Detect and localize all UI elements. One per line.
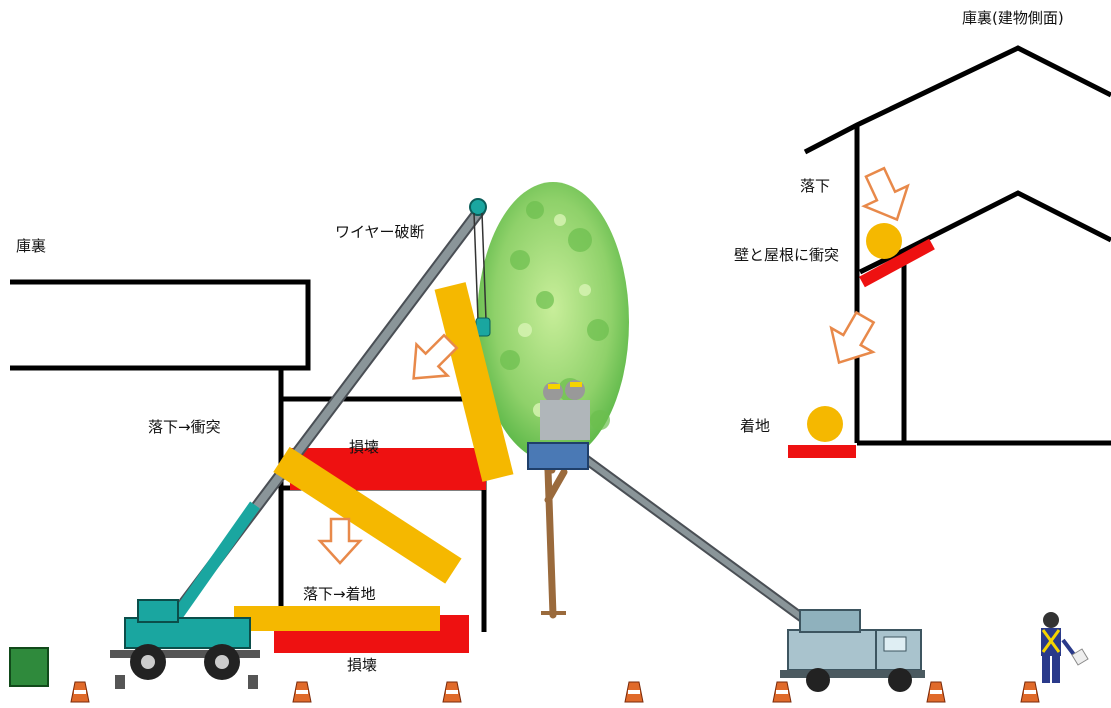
label-fall-land: 落下→着地 (303, 585, 376, 603)
cone-stripe (628, 690, 640, 694)
workers-in-bucket-icon (527, 380, 590, 470)
cone-stripe (776, 690, 788, 694)
green-truck-fragment (9, 647, 49, 687)
landed-object-icon (807, 406, 843, 442)
traffic-guide-worker-icon (1041, 612, 1089, 683)
cone-stripe (296, 690, 308, 694)
colliding-load-diagonal (273, 446, 462, 584)
rough-terrain-crane-icon (110, 599, 260, 689)
roof-collision-mark (859, 238, 935, 288)
cone-stripe (930, 690, 942, 694)
aerial-work-truck-icon (780, 609, 925, 692)
right-truck-boom (575, 450, 817, 630)
right-building (803, 45, 1111, 446)
label-fall-collide: 落下→衝突 (148, 418, 221, 436)
label-garage: 庫裏 (16, 237, 47, 255)
label-fall: 落下 (800, 177, 831, 195)
label-landing: 着地 (740, 417, 771, 435)
arrow-right-fall (861, 166, 910, 222)
arrow-fall-land (317, 517, 363, 565)
label-damage-bottom: 損壊 (347, 656, 378, 674)
cone-stripe (74, 690, 86, 694)
falling-object-icon (866, 223, 902, 259)
label-wire-break: ワイヤー破断 (335, 223, 425, 241)
landed-load (234, 606, 440, 631)
landing-mark (788, 445, 856, 458)
label-damage-top: 損壊 (349, 438, 380, 456)
falling-load-vertical (434, 282, 514, 482)
label-hit-wall-roof: 壁と屋根に衝突 (734, 246, 840, 264)
arrow-right-land (829, 310, 876, 365)
arrow-wire-fall (412, 333, 459, 380)
traffic-cones (70, 681, 1040, 703)
label-garage-side: 庫裏(建物側面) (962, 9, 1064, 27)
cone-stripe (1024, 690, 1036, 694)
cone-stripe (446, 690, 458, 694)
